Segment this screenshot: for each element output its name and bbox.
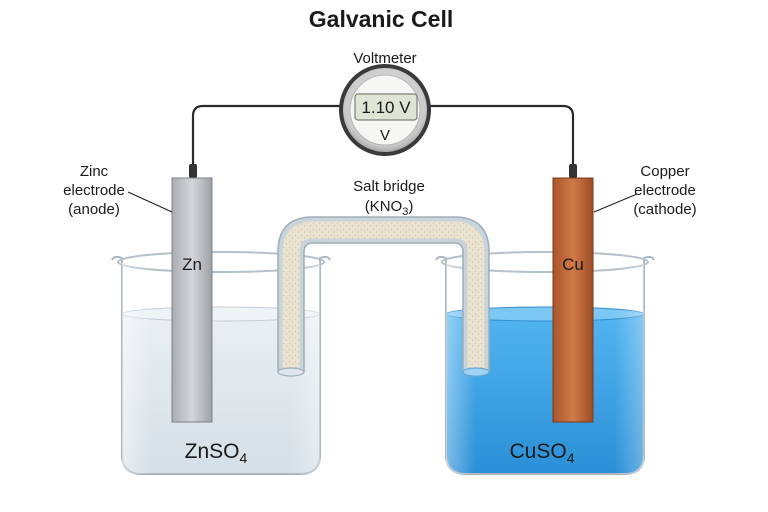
- anode-leader-line: [127, 191, 173, 213]
- znso4-label: ZnSO4: [185, 440, 248, 466]
- salt-bridge-formula: (KNO3): [365, 198, 414, 218]
- cathode-label-line1: Copper: [640, 163, 689, 180]
- voltmeter-label: Voltmeter: [353, 50, 416, 67]
- zinc-electrode: Zn: [171, 177, 213, 423]
- anode-label-line1: Zinc: [80, 163, 109, 180]
- cathode-label-line3: (cathode): [633, 201, 696, 218]
- salt-bridge-formula-close-paren: ): [408, 198, 413, 215]
- zinc-symbol: Zn: [182, 255, 202, 274]
- cathode-leader-line: [593, 193, 638, 213]
- anode-label-line3: (anode): [68, 201, 120, 218]
- salt-bridge-label: Salt bridge: [353, 178, 425, 195]
- anode-beaker: [111, 251, 331, 475]
- copper-symbol: Cu: [562, 255, 584, 274]
- voltmeter-display: [354, 93, 418, 121]
- cathode-label-line2: electrode: [634, 182, 696, 199]
- anode-label-line2: electrode: [63, 182, 125, 199]
- voltmeter-unit: V: [380, 127, 390, 144]
- salt-bridge: [277, 216, 490, 377]
- voltmeter: 1.10 V V: [339, 64, 431, 156]
- voltmeter-reading: 1.10 V: [361, 98, 411, 117]
- external-circuit-wire: [189, 104, 577, 179]
- copper-electrode: Cu: [552, 177, 594, 423]
- page-title: Galvanic Cell: [309, 6, 453, 32]
- cuso4-label: CuSO4: [510, 440, 575, 466]
